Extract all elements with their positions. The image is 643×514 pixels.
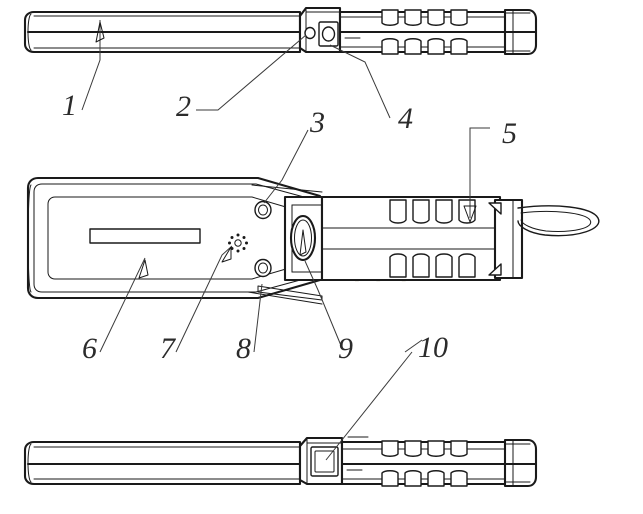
leader-10-tick [404, 339, 423, 353]
leader-6-arrow [138, 259, 149, 279]
leader-8 [253, 283, 263, 353]
battery-compartment[interactable] [310, 446, 339, 477]
oval-side-control[interactable] [289, 214, 317, 262]
front-view [26, 127, 600, 353]
grip-ridges-bottom-row [381, 38, 468, 55]
side-switch-window[interactable] [318, 21, 339, 47]
display-screen[interactable] [89, 228, 201, 244]
top-view [23, 6, 538, 119]
callout-number-3: 3 [309, 106, 325, 139]
leader-1-arrow [95, 21, 105, 43]
lower-round-button[interactable] [254, 258, 272, 278]
end-cap-bottom-view [503, 438, 538, 488]
detection-panel-bottom-view [23, 440, 302, 486]
leader-5-arrow [463, 205, 477, 223]
callout-number-9: 9 [338, 332, 353, 365]
detection-panel-top-view [23, 10, 302, 54]
leader-10 [325, 351, 413, 461]
leader-1 [81, 20, 101, 111]
grip-barrel-front-view [320, 195, 502, 282]
grip-barrel-top-view [338, 10, 515, 54]
leader-9 [304, 260, 343, 349]
callout-number-2: 2 [176, 90, 191, 123]
callout-number-8: 8 [236, 332, 251, 365]
speaker-grille [228, 233, 248, 253]
callout-number-1: 1 [62, 89, 77, 122]
wrist-strap-loop [517, 205, 600, 237]
callout-number-10: 10 [418, 331, 448, 364]
callout-number-5: 5 [502, 117, 517, 150]
grip-ridges-top-row [381, 9, 468, 26]
callout-numbers: 1 2 3 4 5 6 7 8 9 10 [62, 89, 517, 365]
strap-anchor-block [488, 198, 524, 280]
callout-number-4: 4 [398, 102, 413, 135]
grip-ridges-front-bottom [389, 253, 476, 278]
leader-3 [263, 129, 309, 204]
leader-7 [175, 245, 233, 353]
bottom-view [23, 339, 538, 488]
leader-4 [329, 44, 391, 119]
leader-2 [196, 34, 307, 111]
leader-5 [469, 127, 490, 218]
upper-round-button[interactable] [254, 200, 272, 220]
callout-number-6: 6 [82, 332, 97, 365]
leader-7-arrow [221, 246, 232, 263]
grip-ridges-bottom-view-bottom [381, 470, 468, 487]
callout-number-7: 7 [160, 332, 177, 365]
grip-ridges-bottom-view-top [381, 440, 468, 457]
grip-ridges-front-top [389, 199, 476, 224]
end-cap-top-view [503, 8, 538, 56]
indicator-led[interactable] [304, 26, 316, 40]
leader-6 [99, 257, 146, 353]
